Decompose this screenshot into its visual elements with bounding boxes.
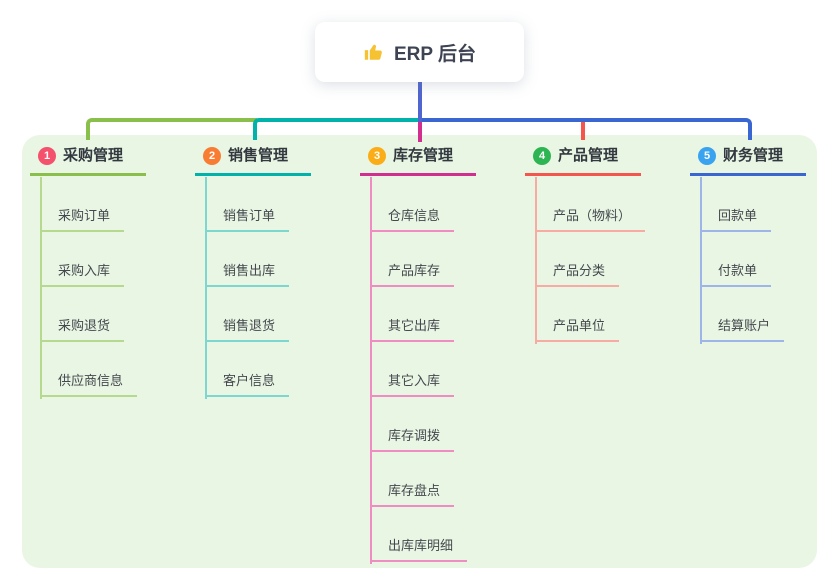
child-node[interactable]: 客户信息	[205, 369, 290, 397]
branch-number-badge: 1	[38, 147, 56, 165]
branch-title: 财务管理	[723, 147, 784, 164]
child-row: 销售出库	[205, 232, 290, 287]
child-node[interactable]: 其它入库	[370, 369, 455, 397]
branch-header-product[interactable]: 4 产品管理	[525, 146, 641, 176]
child-row: 其它出库	[370, 287, 467, 342]
child-node[interactable]: 供应商信息	[40, 369, 138, 397]
child-row: 采购退货	[40, 287, 137, 342]
child-row: 库存盘点	[370, 452, 467, 507]
child-row: 付款单	[700, 232, 784, 287]
branch-inventory: 3 库存管理 仓库信息产品库存其它出库其它入库库存调拨库存盘点出库库明细	[360, 146, 476, 564]
connector-branch-product	[581, 122, 585, 140]
child-connector-line	[40, 177, 42, 399]
child-row: 仓库信息	[370, 177, 467, 232]
root-connector-line	[418, 82, 422, 122]
child-row: 供应商信息	[40, 342, 138, 397]
thumbs-up-icon	[364, 44, 382, 60]
child-row: 结算账户	[700, 287, 785, 342]
branches-background-panel	[22, 135, 817, 568]
root-node[interactable]: ERP 后台	[315, 22, 524, 82]
child-node[interactable]: 仓库信息	[370, 204, 455, 232]
branch-number-badge: 4	[533, 147, 551, 165]
child-node[interactable]: 采购入库	[40, 259, 125, 287]
branch-header-purchase[interactable]: 1 采购管理	[30, 146, 146, 176]
branch-title: 库存管理	[393, 147, 454, 164]
child-node[interactable]: 销售退货	[205, 314, 290, 342]
connector-branch-sales	[253, 118, 422, 140]
child-row: 出库库明细	[370, 507, 468, 562]
connector-branch-inventory	[418, 122, 422, 142]
child-node[interactable]: 销售订单	[205, 204, 290, 232]
child-node[interactable]: 库存调拨	[370, 424, 455, 452]
child-row: 采购订单	[40, 177, 137, 232]
child-node[interactable]: 采购退货	[40, 314, 125, 342]
child-row: 客户信息	[205, 342, 290, 397]
child-node[interactable]: 库存盘点	[370, 479, 455, 507]
child-node[interactable]: 其它出库	[370, 314, 455, 342]
branch-product: 4 产品管理 产品（物料） 产品分类产品单位	[525, 146, 646, 344]
branch-header-sales[interactable]: 2 销售管理	[195, 146, 311, 176]
child-node[interactable]: 产品（物料）	[535, 204, 646, 232]
branch-title: 销售管理	[228, 147, 289, 164]
branch-children-inventory: 仓库信息产品库存其它出库其它入库库存调拨库存盘点出库库明细	[370, 177, 468, 564]
child-node[interactable]: 出库库明细	[370, 534, 468, 562]
root-title: ERP 后台	[393, 43, 476, 65]
child-row: 库存调拨	[370, 397, 467, 452]
child-node[interactable]: 采购订单	[40, 204, 125, 232]
branch-title: 采购管理	[63, 147, 124, 164]
child-node[interactable]: 产品分类	[535, 259, 620, 287]
child-connector-line	[370, 177, 372, 564]
branch-children-purchase: 采购订单采购入库采购退货供应商信息	[40, 177, 138, 399]
branch-sales: 2 销售管理 销售订单销售出库销售退货客户信息	[195, 146, 311, 399]
branch-purchase: 1 采购管理 采购订单采购入库采购退货供应商信息	[30, 146, 146, 399]
child-row: 回款单	[700, 177, 784, 232]
child-node[interactable]: 回款单	[700, 204, 772, 232]
child-node[interactable]: 付款单	[700, 259, 772, 287]
child-connector-line	[205, 177, 207, 399]
connector-branch-purchase	[86, 118, 257, 140]
child-row: 产品分类	[535, 232, 645, 287]
branch-children-finance: 回款单付款单结算账户	[700, 177, 785, 344]
branch-header-inventory[interactable]: 3 库存管理	[360, 146, 476, 176]
child-row: 销售退货	[205, 287, 290, 342]
child-node[interactable]: 结算账户	[700, 314, 785, 342]
branch-finance: 5 财务管理 回款单付款单结算账户	[690, 146, 806, 344]
branch-title: 产品管理	[558, 147, 619, 164]
child-row: 产品库存	[370, 232, 467, 287]
child-node[interactable]: 产品库存	[370, 259, 455, 287]
branch-children-product: 产品（物料） 产品分类产品单位	[535, 177, 646, 344]
branch-children-sales: 销售订单销售出库销售退货客户信息	[205, 177, 290, 399]
child-node[interactable]: 产品单位	[535, 314, 620, 342]
child-node[interactable]: 销售出库	[205, 259, 290, 287]
child-row: 销售订单	[205, 177, 290, 232]
child-connector-line	[700, 177, 702, 344]
connector-branch-finance	[420, 118, 752, 140]
branch-number-badge: 5	[698, 147, 716, 165]
child-row: 采购入库	[40, 232, 137, 287]
child-row: 产品单位	[535, 287, 645, 342]
branch-header-finance[interactable]: 5 财务管理	[690, 146, 806, 176]
child-connector-line	[535, 177, 537, 344]
child-row: 其它入库	[370, 342, 467, 397]
child-row: 产品（物料）	[535, 177, 646, 232]
branch-number-badge: 2	[203, 147, 221, 165]
branch-number-badge: 3	[368, 147, 386, 165]
